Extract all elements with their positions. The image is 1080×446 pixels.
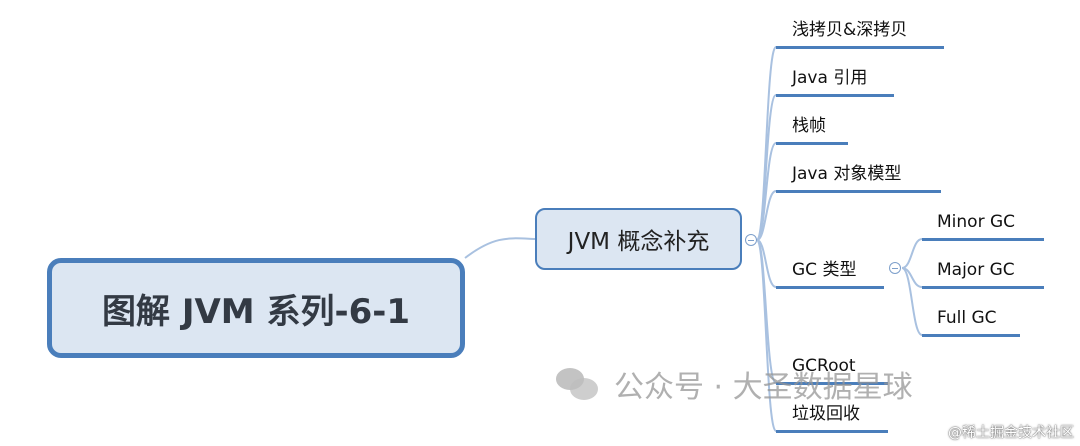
gc-type-underline xyxy=(922,238,1044,241)
wechat-icon xyxy=(556,366,600,402)
main-topic-label: JVM 概念补充 xyxy=(567,229,710,255)
connector-gc-3 xyxy=(901,267,923,336)
subtopic-shallow-deep-copy[interactable]: 浅拷贝&深拷贝 xyxy=(792,20,907,40)
gc-type-label: Major GC xyxy=(937,260,1015,280)
subtopic-label: 栈帧 xyxy=(792,116,826,136)
collapse-icon[interactable] xyxy=(745,234,757,246)
subtopic-label: Java 对象模型 xyxy=(792,164,902,184)
subtopic-gc-types[interactable]: GC 类型 xyxy=(792,260,856,280)
gc-type-label: Minor GC xyxy=(937,212,1016,232)
main-topic-node[interactable]: JVM 概念补充 xyxy=(535,208,742,270)
gc-type-full[interactable]: Full GC xyxy=(937,308,997,328)
gc-type-major[interactable]: Major GC xyxy=(937,260,1015,280)
connector-sub-7 xyxy=(756,239,777,432)
gc-type-label: Full GC xyxy=(937,308,997,328)
subtopic-underline xyxy=(776,190,941,193)
connector-root-main xyxy=(464,237,536,259)
subtopic-java-reference[interactable]: Java 引用 xyxy=(792,68,867,88)
gc-type-minor[interactable]: Minor GC xyxy=(937,212,1015,232)
watermark: 公众号 · 大圣数据星球 xyxy=(556,362,913,406)
watermark-text: 公众号 · 大圣数据星球 xyxy=(614,370,913,405)
subtopic-label: Java 引用 xyxy=(792,68,868,88)
subtopic-label: GCRoot xyxy=(792,356,856,376)
subtopic-label: GC 类型 xyxy=(792,260,857,280)
subtopic-underline xyxy=(776,142,848,145)
subtopic-underline xyxy=(776,430,888,433)
root-node[interactable]: 图解 JVM 系列-6-1 xyxy=(47,258,465,358)
subtopic-garbage-collection[interactable]: 垃圾回收 xyxy=(792,404,860,424)
subtopic-underline xyxy=(776,94,894,97)
gc-type-underline xyxy=(922,334,1020,337)
subtopic-stack-frame[interactable]: 栈帧 xyxy=(792,116,826,136)
subtopic-label: 浅拷贝&深拷贝 xyxy=(792,20,908,40)
root-node-label: 图解 JVM 系列-6-1 xyxy=(101,291,410,332)
connector-sub-4 xyxy=(756,190,777,241)
connector-gc-1 xyxy=(901,238,923,269)
subtopic-label: 垃圾回收 xyxy=(792,404,860,424)
collapse-icon[interactable] xyxy=(889,262,901,274)
gc-type-underline xyxy=(922,286,1044,289)
subtopic-gcroot[interactable]: GCRoot xyxy=(792,356,856,376)
subtopic-java-object-model[interactable]: Java 对象模型 xyxy=(792,164,901,184)
subtopic-underline xyxy=(776,286,884,289)
subtopic-underline xyxy=(776,382,888,385)
subtopic-underline xyxy=(776,46,944,49)
source-credit: @稀土掘金技术社区 xyxy=(948,425,1074,441)
